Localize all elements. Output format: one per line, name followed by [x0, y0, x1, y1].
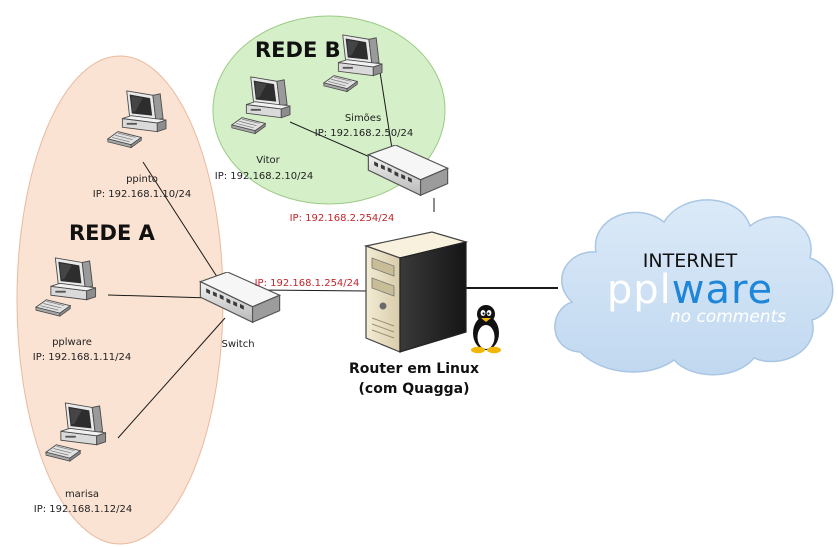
router-ip-rede-a: IP: 192.168.1.254/24 — [255, 278, 360, 289]
host-pplware-name: pplware — [52, 337, 92, 348]
pplware-logo-prefix: ppl — [607, 267, 672, 313]
tux-penguin-icon — [471, 305, 501, 354]
host-simoes-ip: IP: 192.168.2.50/24 — [315, 128, 413, 139]
switch-rede-a-label: Switch — [221, 339, 254, 350]
rede-b-title: REDE B — [255, 38, 341, 62]
pplware-slogan: no comments — [670, 307, 786, 327]
router-ip-rede-b: IP: 192.168.2.254/24 — [290, 213, 395, 224]
host-marisa-name: marisa — [65, 489, 99, 500]
router-subtitle: (com Quagga) — [359, 381, 470, 397]
host-ppinto-ip: IP: 192.168.1.10/24 — [93, 189, 191, 200]
pplware-logo-text: pplware — [607, 267, 773, 313]
host-marisa-ip: IP: 192.168.1.12/24 — [34, 504, 132, 515]
router-tower-icon[interactable] — [363, 231, 469, 353]
rede-a-title: REDE A — [69, 221, 156, 245]
pplware-logo-suffix: ware — [672, 267, 773, 313]
host-pplware-ip: IP: 192.168.1.11/24 — [33, 352, 131, 363]
host-vitor-ip: IP: 192.168.2.10/24 — [215, 171, 313, 182]
host-simoes-name: Simões — [345, 113, 381, 124]
internet-title: INTERNET — [643, 250, 738, 272]
host-vitor-name: Vitor — [256, 155, 280, 166]
router-title: Router em Linux — [349, 361, 479, 377]
host-ppinto-name: ppinto — [126, 174, 158, 185]
internet-cloud — [554, 199, 834, 376]
